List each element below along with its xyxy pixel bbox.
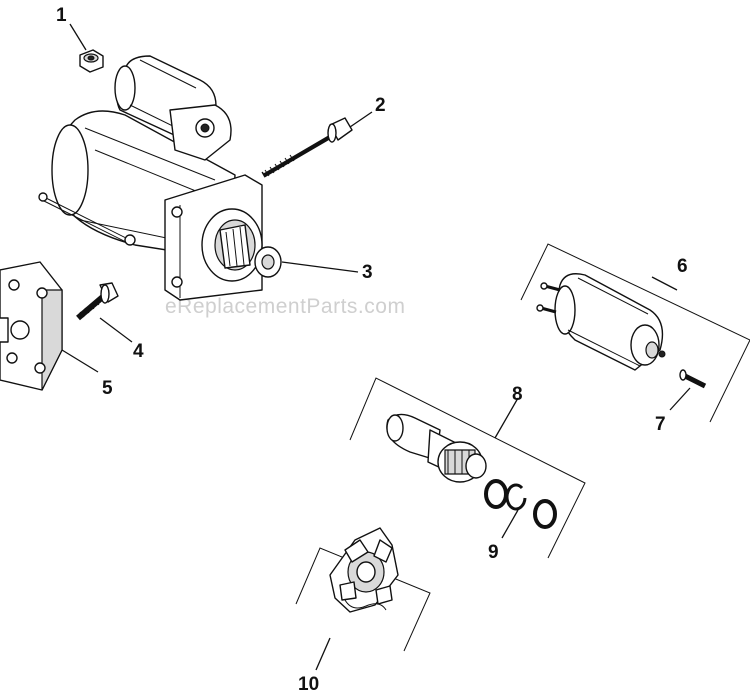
leader-line-9 [501, 509, 519, 539]
part-9-snap-ring-washers[interactable] [484, 479, 557, 529]
leader-line-4 [99, 317, 133, 343]
part-8-drive-pinion[interactable] [349, 377, 586, 559]
group-bracket-8 [349, 377, 586, 559]
callout-2[interactable]: 2 [375, 95, 386, 116]
callout-5[interactable]: 5 [102, 378, 113, 399]
callout-6[interactable]: 6 [677, 256, 688, 277]
callout-8[interactable]: 8 [512, 384, 523, 405]
part-10-brush-holder[interactable] [295, 527, 431, 652]
leader-line-5 [61, 349, 99, 373]
leader-line-6 [651, 276, 678, 291]
leader-line-10 [315, 637, 331, 671]
group-bracket-6 [520, 243, 750, 423]
part-5-mounting-plate[interactable] [0, 261, 63, 391]
callout-1[interactable]: 1 [56, 5, 67, 26]
callout-9[interactable]: 9 [488, 542, 499, 563]
leader-line-8 [494, 397, 519, 439]
leader-line-3 [281, 261, 359, 273]
part-7-screw[interactable] [679, 369, 707, 389]
leader-line-1 [69, 23, 87, 51]
watermark-text: eReplacementParts.com [165, 295, 405, 318]
part-1-nut[interactable] [79, 49, 104, 73]
part-6-solenoid[interactable] [520, 243, 750, 423]
callout-3[interactable]: 3 [362, 262, 373, 283]
part-3-starter-motor[interactable] [38, 55, 282, 301]
callout-4[interactable]: 4 [133, 341, 144, 362]
callout-7[interactable]: 7 [655, 414, 666, 435]
leader-line-2 [349, 111, 373, 128]
part-4-bolt[interactable] [76, 282, 119, 321]
part-2-mounting-bolt[interactable] [261, 117, 353, 178]
callout-10[interactable]: 10 [298, 674, 319, 695]
leader-line-7 [669, 387, 691, 411]
